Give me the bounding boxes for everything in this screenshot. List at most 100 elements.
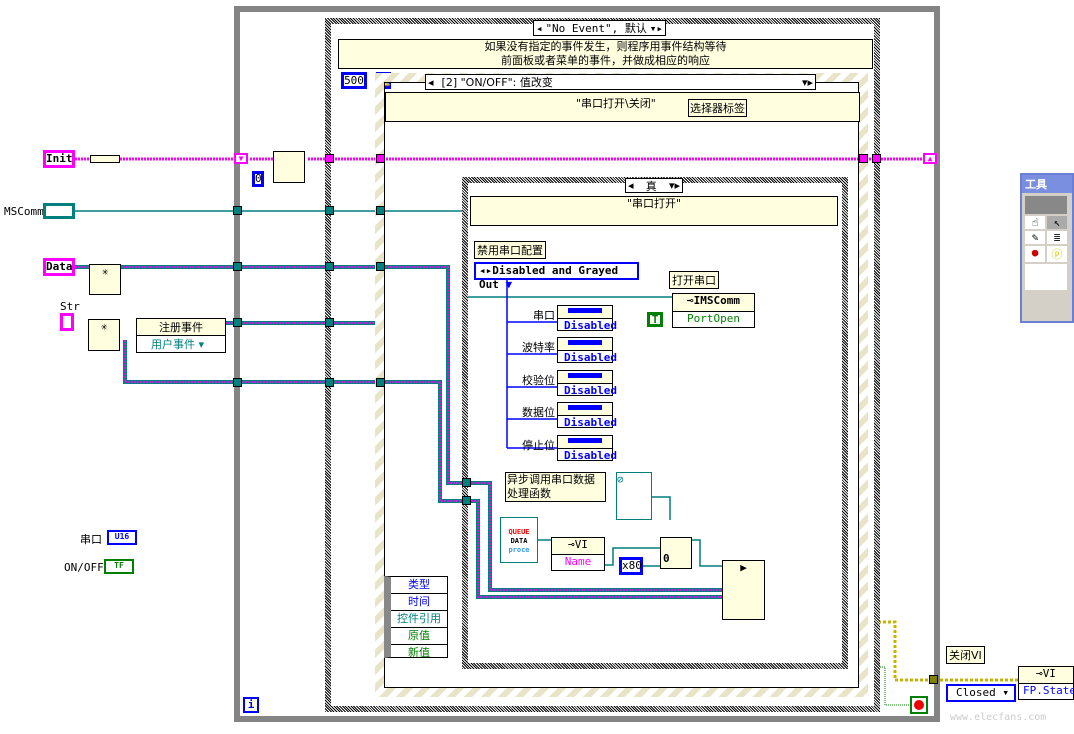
prop-value: Disabled <box>564 319 617 332</box>
event-comment: 如果没有指定的事件发生，则程序用事件结构等待 前面板或者菜单的事件，并做成相应的… <box>338 39 873 69</box>
stop-terminal[interactable] <box>910 696 928 714</box>
auto-tool-toggle[interactable] <box>1025 196 1067 214</box>
watermark: www.elecfans.com <box>950 712 1047 723</box>
str-label: Str <box>60 300 80 313</box>
tunnel <box>325 206 334 215</box>
case-comment: "串口打开\关闭" 选择器标签 <box>385 92 860 122</box>
shortcut-menu-icon[interactable]: ≣ <box>1047 231 1067 244</box>
onoff-terminal[interactable]: TF <box>104 559 134 574</box>
mscomm-property-node[interactable]: ⊸IMSComm PortOpen <box>672 293 755 328</box>
tunnel <box>233 206 242 215</box>
create-queue-node: ✳ <box>89 264 121 295</box>
property-node[interactable]: Disabled <box>557 435 617 462</box>
tunnel <box>233 318 242 327</box>
tools-palette[interactable]: 工具 ☝ ↖ ✎ ≣ ● ⓟ <box>1020 173 1074 323</box>
close-vi-label: 关闭VI <box>946 646 985 664</box>
event-case-selector[interactable]: ◂[2] "ON/OFF": 值改变▾▸ <box>425 74 816 90</box>
property-node[interactable]: Disabled <box>557 337 617 364</box>
event-data-new: 新值 <box>408 646 430 659</box>
event-selector-label: "No Event", 默认 <box>545 22 647 35</box>
case-structure <box>462 177 848 669</box>
disable-label: 禁用串口配置 <box>474 241 546 259</box>
event-data-old: 原值 <box>391 628 447 645</box>
prop-label: 波特率 <box>522 341 555 354</box>
prop-value: Disabled <box>564 351 617 364</box>
prop-label: 校验位 <box>522 374 555 387</box>
property-node[interactable]: Disabled <box>557 305 617 332</box>
disable-enum-constant[interactable]: ◂▸Disabled and Grayed Out ▼ <box>474 262 639 291</box>
fp-state-constant[interactable]: Closed ▾ <box>946 684 1016 702</box>
property-node[interactable]: Disabled <box>557 402 617 429</box>
data-terminal[interactable]: Data <box>43 258 75 276</box>
prop-label: 数据位 <box>522 406 555 419</box>
fp-state-name: FP.State <box>1023 684 1074 697</box>
property-node[interactable]: Disabled <box>557 370 617 397</box>
register-events-label: 注册事件 <box>137 319 225 336</box>
mscomm-terminal[interactable] <box>43 203 75 219</box>
user-event-label: 用户事件 <box>151 338 195 351</box>
shift-register-right: ▲ <box>923 153 937 164</box>
operate-hand-icon[interactable]: ☝ <box>1025 216 1045 229</box>
init-terminal[interactable]: Init <box>43 150 75 168</box>
disable-enum-value: Disabled and Grayed Out <box>479 264 619 291</box>
property-portopen: PortOpen <box>687 312 740 325</box>
run-vi-invoke-node[interactable]: ▶ <box>722 560 765 620</box>
iteration-terminal: i <box>243 697 259 713</box>
fp-state-value: Closed <box>956 686 996 699</box>
tunnel <box>376 206 385 215</box>
event-data-type: 类型 <box>391 577 447 594</box>
port-label: 串口 <box>80 533 102 546</box>
tunnel <box>376 262 385 271</box>
tunnel <box>325 154 334 163</box>
tunnel <box>233 378 242 387</box>
true-constant[interactable]: T <box>647 312 663 327</box>
color-tool-icon[interactable] <box>1025 264 1067 290</box>
create-user-event-node: ✳ <box>88 319 120 351</box>
while-loop <box>234 6 940 722</box>
mscomm-label: MSComm <box>4 205 44 218</box>
open-vi-zero: 0 <box>663 552 670 565</box>
tunnel <box>462 478 471 487</box>
event-selector[interactable]: ◂"No Event", 默认▾▸ <box>533 20 666 36</box>
tunnel <box>859 154 868 163</box>
fp-vi-class: VI <box>1042 667 1056 680</box>
fp-state-property-node[interactable]: ⊸VI FP.State <box>1018 666 1074 700</box>
event-case-label: [2] "ON/OFF": 值改变 <box>441 76 553 89</box>
tunnel <box>462 496 471 505</box>
wire-spool-icon[interactable]: ✎ <box>1025 231 1045 244</box>
prop-label: 停止位 <box>522 439 555 452</box>
zero-constant[interactable]: 0 <box>252 171 264 187</box>
tunnel <box>929 675 938 684</box>
port-terminal[interactable]: U16 <box>107 530 137 545</box>
prop-value: Disabled <box>564 384 617 397</box>
timeout-constant[interactable]: 500 <box>341 72 367 89</box>
tunnel <box>376 378 385 387</box>
register-events-node[interactable]: 注册事件 用户事件 ▾ <box>136 318 226 353</box>
probe-icon[interactable]: ⓟ <box>1047 246 1067 262</box>
case-selector[interactable]: ◂真▾▸ <box>625 178 683 193</box>
error-cluster-constant[interactable]: ⊘ <box>616 472 652 520</box>
vi-ref-line: proce <box>508 546 530 554</box>
tunnel <box>233 262 242 271</box>
async-comment: 异步调用串口数据 处理函数 <box>505 472 606 502</box>
open-vi-reference-node[interactable]: 0 <box>660 537 692 569</box>
hex-constant[interactable]: x80 <box>619 557 643 575</box>
arrow-tool-icon[interactable]: ↖ <box>1047 216 1067 229</box>
open-port-label: 打开串口 <box>669 271 719 289</box>
stop-icon <box>914 700 924 710</box>
run-icon: ▶ <box>740 561 747 574</box>
case-comment-text: "串口打开\关闭" <box>576 97 656 110</box>
prop-value: Disabled <box>564 416 617 429</box>
breakpoint-icon[interactable]: ● <box>1025 246 1045 262</box>
vi-ref-line: DATA <box>510 537 528 545</box>
init-node <box>90 155 120 163</box>
tunnel <box>325 318 334 327</box>
prop-label: 串口 <box>533 309 555 322</box>
tools-palette-title: 工具 <box>1022 175 1072 193</box>
event-data-time: 时间 <box>391 594 447 611</box>
status-wire <box>878 620 1018 682</box>
event-data-node[interactable]: 类型 时间 控件引用 原值 新值 <box>384 576 448 659</box>
vi-file-constant[interactable]: QUEUE DATA proce <box>500 517 538 563</box>
str-terminal[interactable] <box>60 313 74 331</box>
vi-property-node[interactable]: ⊸VI Name <box>551 537 605 571</box>
